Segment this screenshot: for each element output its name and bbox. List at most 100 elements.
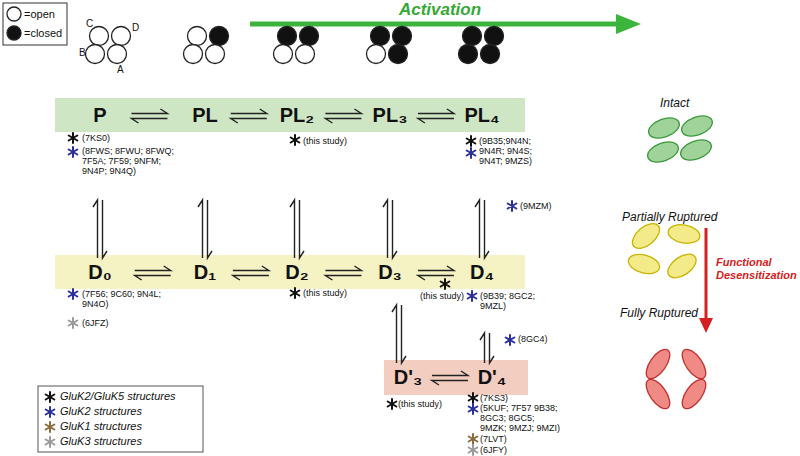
asterisk-symbol xyxy=(469,404,478,414)
lbd-ellipse xyxy=(646,114,682,142)
subunit-circle xyxy=(108,45,127,64)
intact-band xyxy=(55,98,525,132)
state-node: D₀ xyxy=(87,261,112,283)
study-note: (this study) xyxy=(303,288,347,298)
domain-state-label: Intact xyxy=(660,96,689,110)
asterisk-symbol xyxy=(506,335,515,345)
state-name: D₃ xyxy=(378,261,402,283)
pdb-ids: (7LVT) xyxy=(480,434,507,444)
asterisk-symbol xyxy=(508,201,517,211)
equilibrium-arrow xyxy=(231,109,267,123)
legend-text: =closed xyxy=(24,27,62,40)
state-name: D₂ xyxy=(285,261,308,283)
pdb-ids: (6JFY) xyxy=(480,445,507,455)
state-name: PL xyxy=(192,104,218,126)
state-name: D'₄ xyxy=(478,366,507,388)
subunit-circle xyxy=(188,27,207,46)
legend-swatch xyxy=(46,422,55,432)
equilibrium-arrow xyxy=(131,109,167,123)
desensitization-arrow xyxy=(705,228,708,320)
partial-band xyxy=(55,255,525,289)
ruptured-cluster xyxy=(642,345,711,412)
lbd-ellipse xyxy=(664,249,701,282)
pdb-ids: (7KS0) xyxy=(82,133,110,143)
activation-label: Activation xyxy=(390,0,490,20)
subunit-circle xyxy=(459,45,478,64)
equilibrium-arrow xyxy=(418,266,454,280)
pdb-ids: (7KS3) xyxy=(480,393,508,403)
asterisk-symbol xyxy=(388,399,397,409)
asterisk-symbol xyxy=(291,135,300,145)
state-name: D₀ xyxy=(88,261,111,283)
state-node: D'₄ xyxy=(477,366,508,388)
legend-text: GluK2 structures xyxy=(60,405,142,418)
asterisk-symbol xyxy=(69,289,78,299)
subunit-circle xyxy=(485,27,504,46)
legend-swatch xyxy=(46,407,55,417)
pdb-ids: (9B39; 8GC2; 9MZL) xyxy=(480,291,542,311)
legend-swatch xyxy=(7,7,21,21)
lbd-ellipse xyxy=(626,251,662,277)
state-node: D₄ xyxy=(469,261,495,283)
study-note: (this study) xyxy=(303,136,347,146)
pdb-ids: (7F56; 9C60; 9N4L; 9N4O) xyxy=(82,289,178,309)
equilibrium-arrow xyxy=(475,200,489,258)
subunit-circle xyxy=(184,45,203,64)
asterisk-symbol xyxy=(69,133,78,143)
subunit-circle xyxy=(481,45,500,64)
equilibrium-arrow xyxy=(418,109,454,123)
subunit-circle xyxy=(274,45,293,64)
domain-state-label: Partially Ruptured xyxy=(622,210,717,224)
state-name: PL₂ xyxy=(280,104,314,126)
legend-text: GluK3 structures xyxy=(60,435,142,448)
asterisk-symbol xyxy=(69,318,78,328)
subunit-circle xyxy=(112,27,131,46)
legend-box xyxy=(38,386,203,452)
legend-text: =open xyxy=(24,8,55,21)
subunit-letter: B xyxy=(79,47,86,59)
subunit-circle xyxy=(300,27,319,46)
subunit-circle xyxy=(86,45,105,64)
lbd-ellipse xyxy=(678,345,711,382)
state-node: PL₃ xyxy=(372,104,409,126)
state-name: PL₄ xyxy=(464,104,499,126)
asterisk-symbol xyxy=(467,148,476,158)
desensitization-label: Functional Desensitization xyxy=(716,256,800,282)
state-node: D₃ xyxy=(377,261,403,283)
equilibrium-arrow xyxy=(325,109,361,123)
pdb-ids: (8FWS; 8FWU; 8FWQ; 7F5A; 7F59; 9NFM; 9N4… xyxy=(82,146,178,176)
state-node: P xyxy=(92,104,107,126)
subunit-letter: A xyxy=(117,64,124,76)
subunit-circle xyxy=(296,45,315,64)
subunit-letter: C xyxy=(86,18,93,30)
state-node: D₂ xyxy=(284,261,309,283)
lbd-ellipse xyxy=(679,112,715,140)
legend-swatch xyxy=(7,26,21,40)
study-note: (this study) xyxy=(420,291,464,301)
pdb-ids: (8GC4) xyxy=(518,334,548,344)
asterisk-symbol xyxy=(469,445,478,455)
equilibrium-arrow xyxy=(93,200,107,258)
legend-swatch xyxy=(46,437,55,447)
lbd-ellipse xyxy=(678,375,711,412)
subunit-circle xyxy=(278,27,297,46)
equilibrium-arrow xyxy=(233,266,269,280)
subunit-circle xyxy=(206,45,225,64)
equilibrium-arrow xyxy=(198,200,212,258)
pdb-ids: (9MZM) xyxy=(520,201,552,211)
lbd-ellipse xyxy=(645,138,681,166)
asterisk-symbol xyxy=(467,136,476,146)
study-note: (this study) xyxy=(398,399,442,409)
state-name: D'₃ xyxy=(394,366,422,388)
channel-icons xyxy=(86,27,504,64)
state-node: D'₃ xyxy=(393,366,423,388)
legend-box xyxy=(3,3,67,45)
state-node: D₁ xyxy=(193,261,218,283)
legend-text: GluK2/GluK5 structures xyxy=(60,390,176,403)
asterisk-symbol xyxy=(469,434,478,444)
domain-state-label: Fully Ruptured xyxy=(620,306,698,320)
pdb-ids: (5KUF; 7F57 9B38; 8GC3; 8GC5; 9MZK; 9MZJ… xyxy=(480,403,560,433)
state-name: P xyxy=(93,104,106,126)
asterisk-symbol xyxy=(468,291,477,301)
state-node: PL xyxy=(191,104,219,126)
